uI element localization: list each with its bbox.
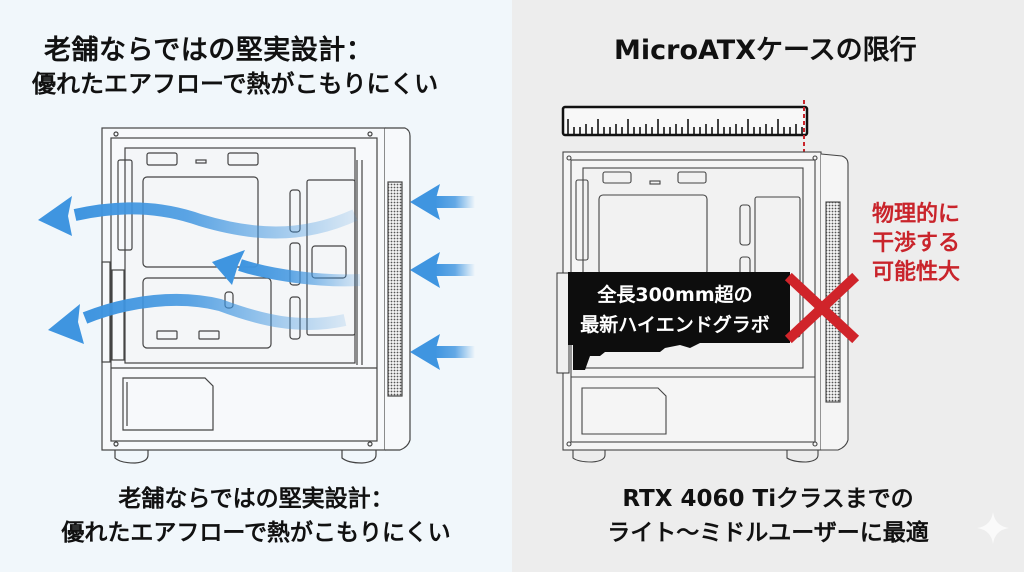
right-caption-line1: RTX 4060 Tiクラスまでの <box>622 486 914 512</box>
left-title-line2: 優れたエアフローで熱がこもりにくい <box>32 70 439 98</box>
warning-line3: 可能性大 <box>872 260 961 285</box>
warning-line1: 物理的に <box>872 202 961 227</box>
interference-warning: 物理的に 干渉する 可能性大 <box>872 200 960 287</box>
warning-line2: 干渉する <box>872 231 961 256</box>
right-title: MicroATXケースの限行 <box>614 35 917 66</box>
left-pc-case-icon <box>101 127 411 464</box>
left-title-line1: 老舗ならではの堅実設計： <box>44 35 374 66</box>
gpu-label-line2: 最新ハイエンドグラボ <box>580 314 770 336</box>
left-caption-line2: 優れたエアフローで熱がこもりにくい <box>61 520 451 546</box>
right-caption: RTX 4060 Tiクラスまでの ライト～ミドルユーザーに最適 <box>512 482 1024 550</box>
sparkle-icon <box>977 512 1009 544</box>
ruler-icon <box>561 105 809 137</box>
airflow-arrows-icon <box>38 184 475 370</box>
gpu-label-line1: 全長300mm超の <box>597 284 753 306</box>
gpu-label: 全長300mm超の 最新ハイエンドグラボ <box>575 280 775 340</box>
left-caption-line1: 老舗ならではの堅実設計： <box>118 486 394 512</box>
cross-icon <box>784 272 860 344</box>
gpu-card-icon <box>556 272 790 374</box>
right-caption-line2: ライト～ミドルユーザーに最適 <box>607 520 929 546</box>
left-caption: 老舗ならではの堅実設計： 優れたエアフローで熱がこもりにくい <box>0 482 512 550</box>
